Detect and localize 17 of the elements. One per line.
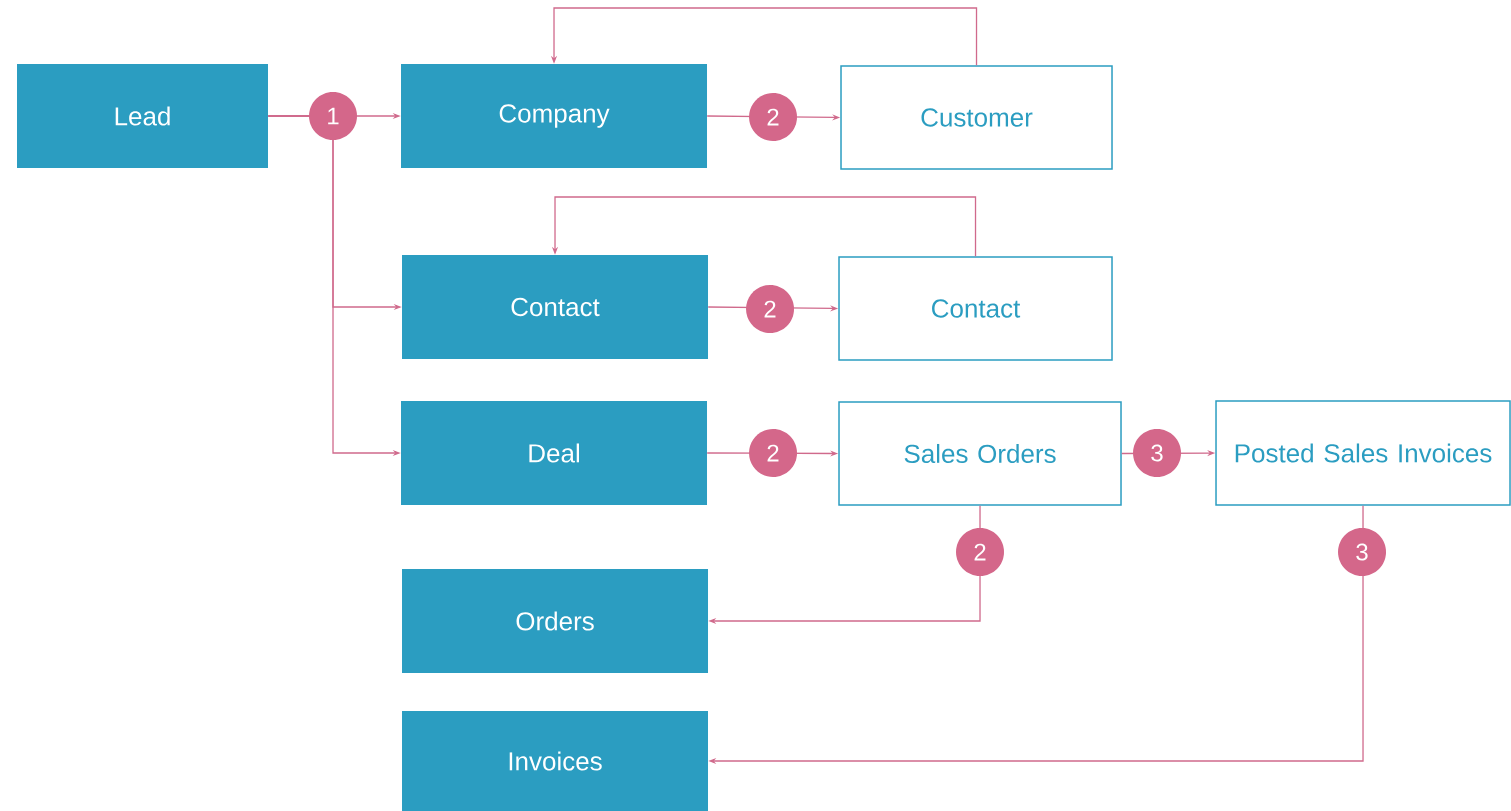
process-box: Invoices [402, 711, 708, 811]
process-box: Sales Orders [838, 401, 1122, 506]
process-box: Lead [17, 64, 268, 168]
step-number-badge: 3 [1338, 528, 1386, 576]
step-number-badge: 2 [956, 528, 1004, 576]
process-box: Posted Sales Invoices [1215, 400, 1511, 506]
step-number-badge: 2 [749, 93, 797, 141]
process-box: Deal [401, 401, 707, 505]
step-number-badge: 2 [746, 285, 794, 333]
step-number-badge: 3 [1133, 429, 1181, 477]
process-box: Contact [838, 256, 1113, 361]
step-number-badge: 1 [309, 92, 357, 140]
process-box: Orders [402, 569, 708, 673]
process-box: Contact [402, 255, 708, 359]
step-number-badge: 2 [749, 429, 797, 477]
process-box: Customer [840, 65, 1113, 170]
process-box: Company [401, 64, 707, 168]
